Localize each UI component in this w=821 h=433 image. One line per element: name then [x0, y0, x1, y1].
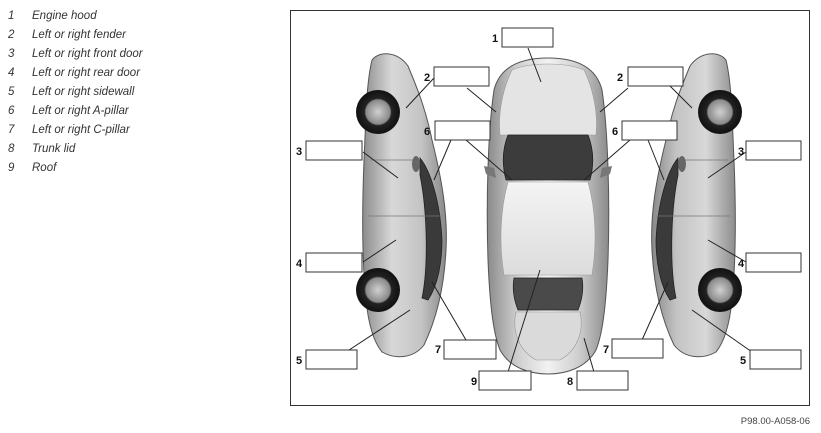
- leader-line: [345, 309, 411, 353]
- callout-box: [478, 370, 532, 391]
- callout-number: 6: [424, 126, 430, 138]
- legend-item: 4 Left or right rear door: [8, 63, 143, 82]
- callout-box: [434, 120, 491, 141]
- mirror: [484, 166, 496, 178]
- mirror: [412, 156, 420, 172]
- leader-line: [583, 337, 595, 373]
- left-side-car: [356, 53, 447, 358]
- legend-item: 7 Left or right C-pillar: [8, 120, 143, 139]
- callout-box: [745, 252, 802, 273]
- legend-number: 2: [8, 28, 15, 41]
- callout-box: [621, 120, 678, 141]
- leader-line: [362, 239, 397, 263]
- legend-number: 7: [8, 123, 15, 136]
- legend-number: 4: [8, 66, 15, 79]
- car-diagram: 1 2 2 3 3 6 6 4 4 7 7 5 5 9 8: [290, 10, 810, 406]
- legend-item: 1 Engine hood: [8, 6, 143, 25]
- callout-box: [611, 338, 664, 359]
- legend-item: 3 Left or right front door: [8, 44, 143, 63]
- leader-line: [465, 139, 513, 181]
- legend-label: Left or right fender: [32, 28, 126, 41]
- legend-item: 5 Left or right sidewall: [8, 82, 143, 101]
- mirror: [678, 156, 686, 172]
- callout-box: [305, 252, 363, 273]
- top-view-car: [484, 57, 612, 375]
- legend-label: Left or right rear door: [32, 66, 141, 79]
- callout-number: 7: [603, 344, 609, 356]
- legend-number: 1: [8, 9, 15, 22]
- legend-item: 9 Roof: [8, 158, 143, 177]
- leader-line: [641, 281, 669, 341]
- callout-number: 4: [296, 258, 303, 270]
- legend-label: Trunk lid: [32, 142, 76, 155]
- callout-number: 3: [738, 146, 744, 158]
- legend-label: Left or right front door: [32, 47, 143, 60]
- callout-number: 6: [612, 126, 618, 138]
- front-wheel: [356, 90, 400, 134]
- leader-line: [507, 269, 541, 373]
- legend-number: 6: [8, 104, 15, 117]
- callout-box: [627, 66, 684, 87]
- legend-number: 5: [8, 85, 15, 98]
- side-windows: [419, 156, 443, 301]
- rear-window: [512, 277, 584, 311]
- legend-item: 8 Trunk lid: [8, 139, 143, 158]
- legend-item: 6 Left or right A-pillar: [8, 101, 143, 120]
- leader-line: [466, 87, 497, 113]
- callout-number: 9: [471, 376, 477, 388]
- callout-number: 2: [617, 72, 623, 84]
- figure-reference: P98.00-A058-06: [740, 416, 810, 427]
- windshield: [502, 134, 594, 181]
- callout-number: 7: [435, 344, 441, 356]
- leader-line: [433, 139, 452, 181]
- callout-number: 1: [492, 33, 498, 45]
- leader-line: [647, 139, 665, 181]
- leader-line: [707, 239, 747, 263]
- callout-box: [749, 349, 802, 370]
- legend-number: 8: [8, 142, 15, 155]
- legend-number: 3: [8, 47, 15, 60]
- callout-box: [576, 370, 629, 391]
- legend-label: Roof: [32, 161, 57, 174]
- leader-line: [599, 87, 629, 113]
- leader-line: [527, 47, 542, 83]
- callout-box: [443, 339, 497, 360]
- roof: [500, 181, 596, 276]
- callout-number: 5: [740, 355, 746, 367]
- callout-number: 5: [296, 355, 302, 367]
- callout-number: 3: [296, 146, 302, 158]
- leader-line: [431, 281, 467, 341]
- legend-label: Left or right sidewall: [32, 85, 135, 98]
- leader-line: [707, 151, 747, 179]
- legend-label: Engine hood: [32, 9, 97, 22]
- leader-line: [583, 139, 631, 181]
- callout-box: [305, 349, 358, 370]
- legend-label: Left or right C-pillar: [32, 123, 130, 136]
- trunk-lid: [514, 311, 582, 361]
- callout-number: 2: [424, 72, 430, 84]
- leader-line: [691, 309, 753, 353]
- leader-lines: [345, 47, 753, 373]
- front-wheel: [698, 90, 742, 134]
- legend-number: 9: [8, 161, 15, 174]
- callout-box: [433, 66, 490, 87]
- mirror: [600, 166, 612, 178]
- legend-item: 2 Left or right fender: [8, 25, 143, 44]
- rear-wheel: [698, 268, 742, 312]
- rear-wheel: [356, 268, 400, 312]
- legend-label: Left or right A-pillar: [32, 104, 129, 117]
- leader-line: [405, 77, 435, 109]
- callout-number: 8: [567, 376, 573, 388]
- callout-box: [305, 140, 363, 161]
- side-windows: [655, 156, 679, 301]
- callout-number: 4: [738, 258, 745, 270]
- leader-line: [362, 151, 399, 179]
- callout-box: [501, 27, 554, 48]
- callout-box: [745, 140, 802, 161]
- engine-hood: [499, 63, 597, 136]
- callouts: 1 2 2 3 3 6 6 4 4 7 7 5 5 9 8: [296, 27, 802, 391]
